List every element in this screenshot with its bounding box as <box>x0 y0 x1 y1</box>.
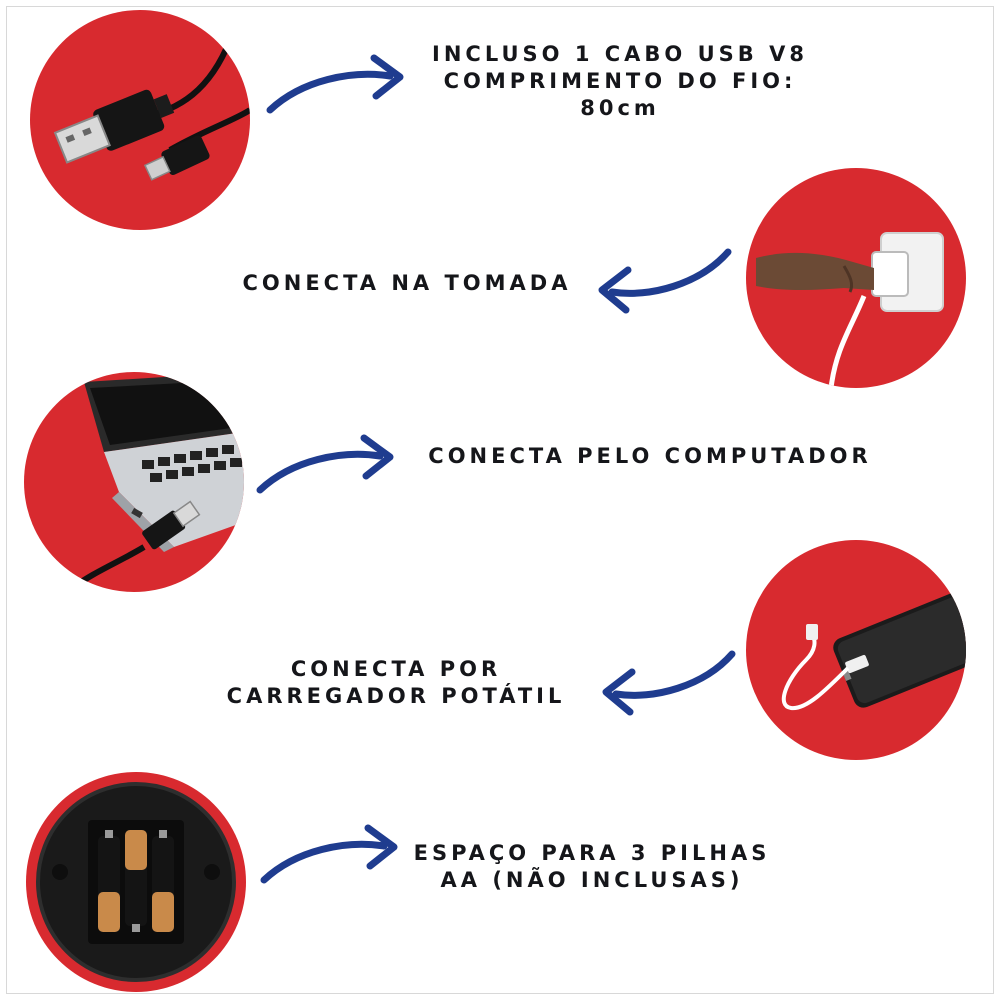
usb-cable-image <box>30 10 250 230</box>
battery-line-2: AA (NÃO INCLUSAS) <box>440 868 744 892</box>
arrow-left-icon <box>602 650 736 716</box>
wall-outlet-line-1: CONECTA NA TOMADA <box>242 271 572 295</box>
battery-compartment-image <box>26 772 246 992</box>
power-bank-line-2: CARREGADOR POTÁTIL <box>226 684 566 708</box>
usb-cable-label: INCLUSO 1 CABO USB V8 COMPRIMENTO DO FIO… <box>420 41 820 122</box>
laptop-line-1: CONECTA PELO COMPUTADOR <box>428 444 872 468</box>
power-bank-line-1: CONECTA POR <box>290 657 502 681</box>
usb-cable-line-3: 80cm <box>580 96 660 120</box>
arrow-right-icon <box>260 824 398 884</box>
arrow-right-1 <box>262 50 412 130</box>
page-frame <box>6 6 994 994</box>
usb-cable-icon <box>53 38 250 181</box>
arrow-left-2 <box>590 238 740 318</box>
wall-outlet-image <box>746 168 966 388</box>
arrow-right-icon <box>256 434 394 494</box>
arrow-right-5 <box>256 820 406 900</box>
arrow-left-4 <box>594 640 744 720</box>
usb-cable-line-1: INCLUSO 1 CABO USB V8 <box>432 42 808 66</box>
wall-outlet-label: CONECTA NA TOMADA <box>212 270 602 297</box>
usb-cable-line-2: COMPRIMENTO DO FIO: <box>443 69 797 93</box>
battery-label: ESPAÇO PARA 3 PILHAS AA (NÃO INCLUSAS) <box>392 840 792 894</box>
power-bank-label: CONECTA POR CARREGADOR POTÁTIL <box>196 656 596 710</box>
arrow-right-icon <box>266 54 404 114</box>
battery-compartment-icon <box>36 782 236 982</box>
laptop-label: CONECTA PELO COMPUTADOR <box>405 443 895 470</box>
battery-line-1: ESPAÇO PARA 3 PILHAS <box>413 841 771 865</box>
power-bank-icon <box>781 588 966 711</box>
laptop-image <box>24 372 244 592</box>
laptop-usb-icon <box>72 372 244 590</box>
arrow-right-3 <box>252 430 402 510</box>
wall-outlet-icon <box>756 232 944 388</box>
arrow-left-icon <box>598 248 732 314</box>
power-bank-image <box>746 540 966 760</box>
